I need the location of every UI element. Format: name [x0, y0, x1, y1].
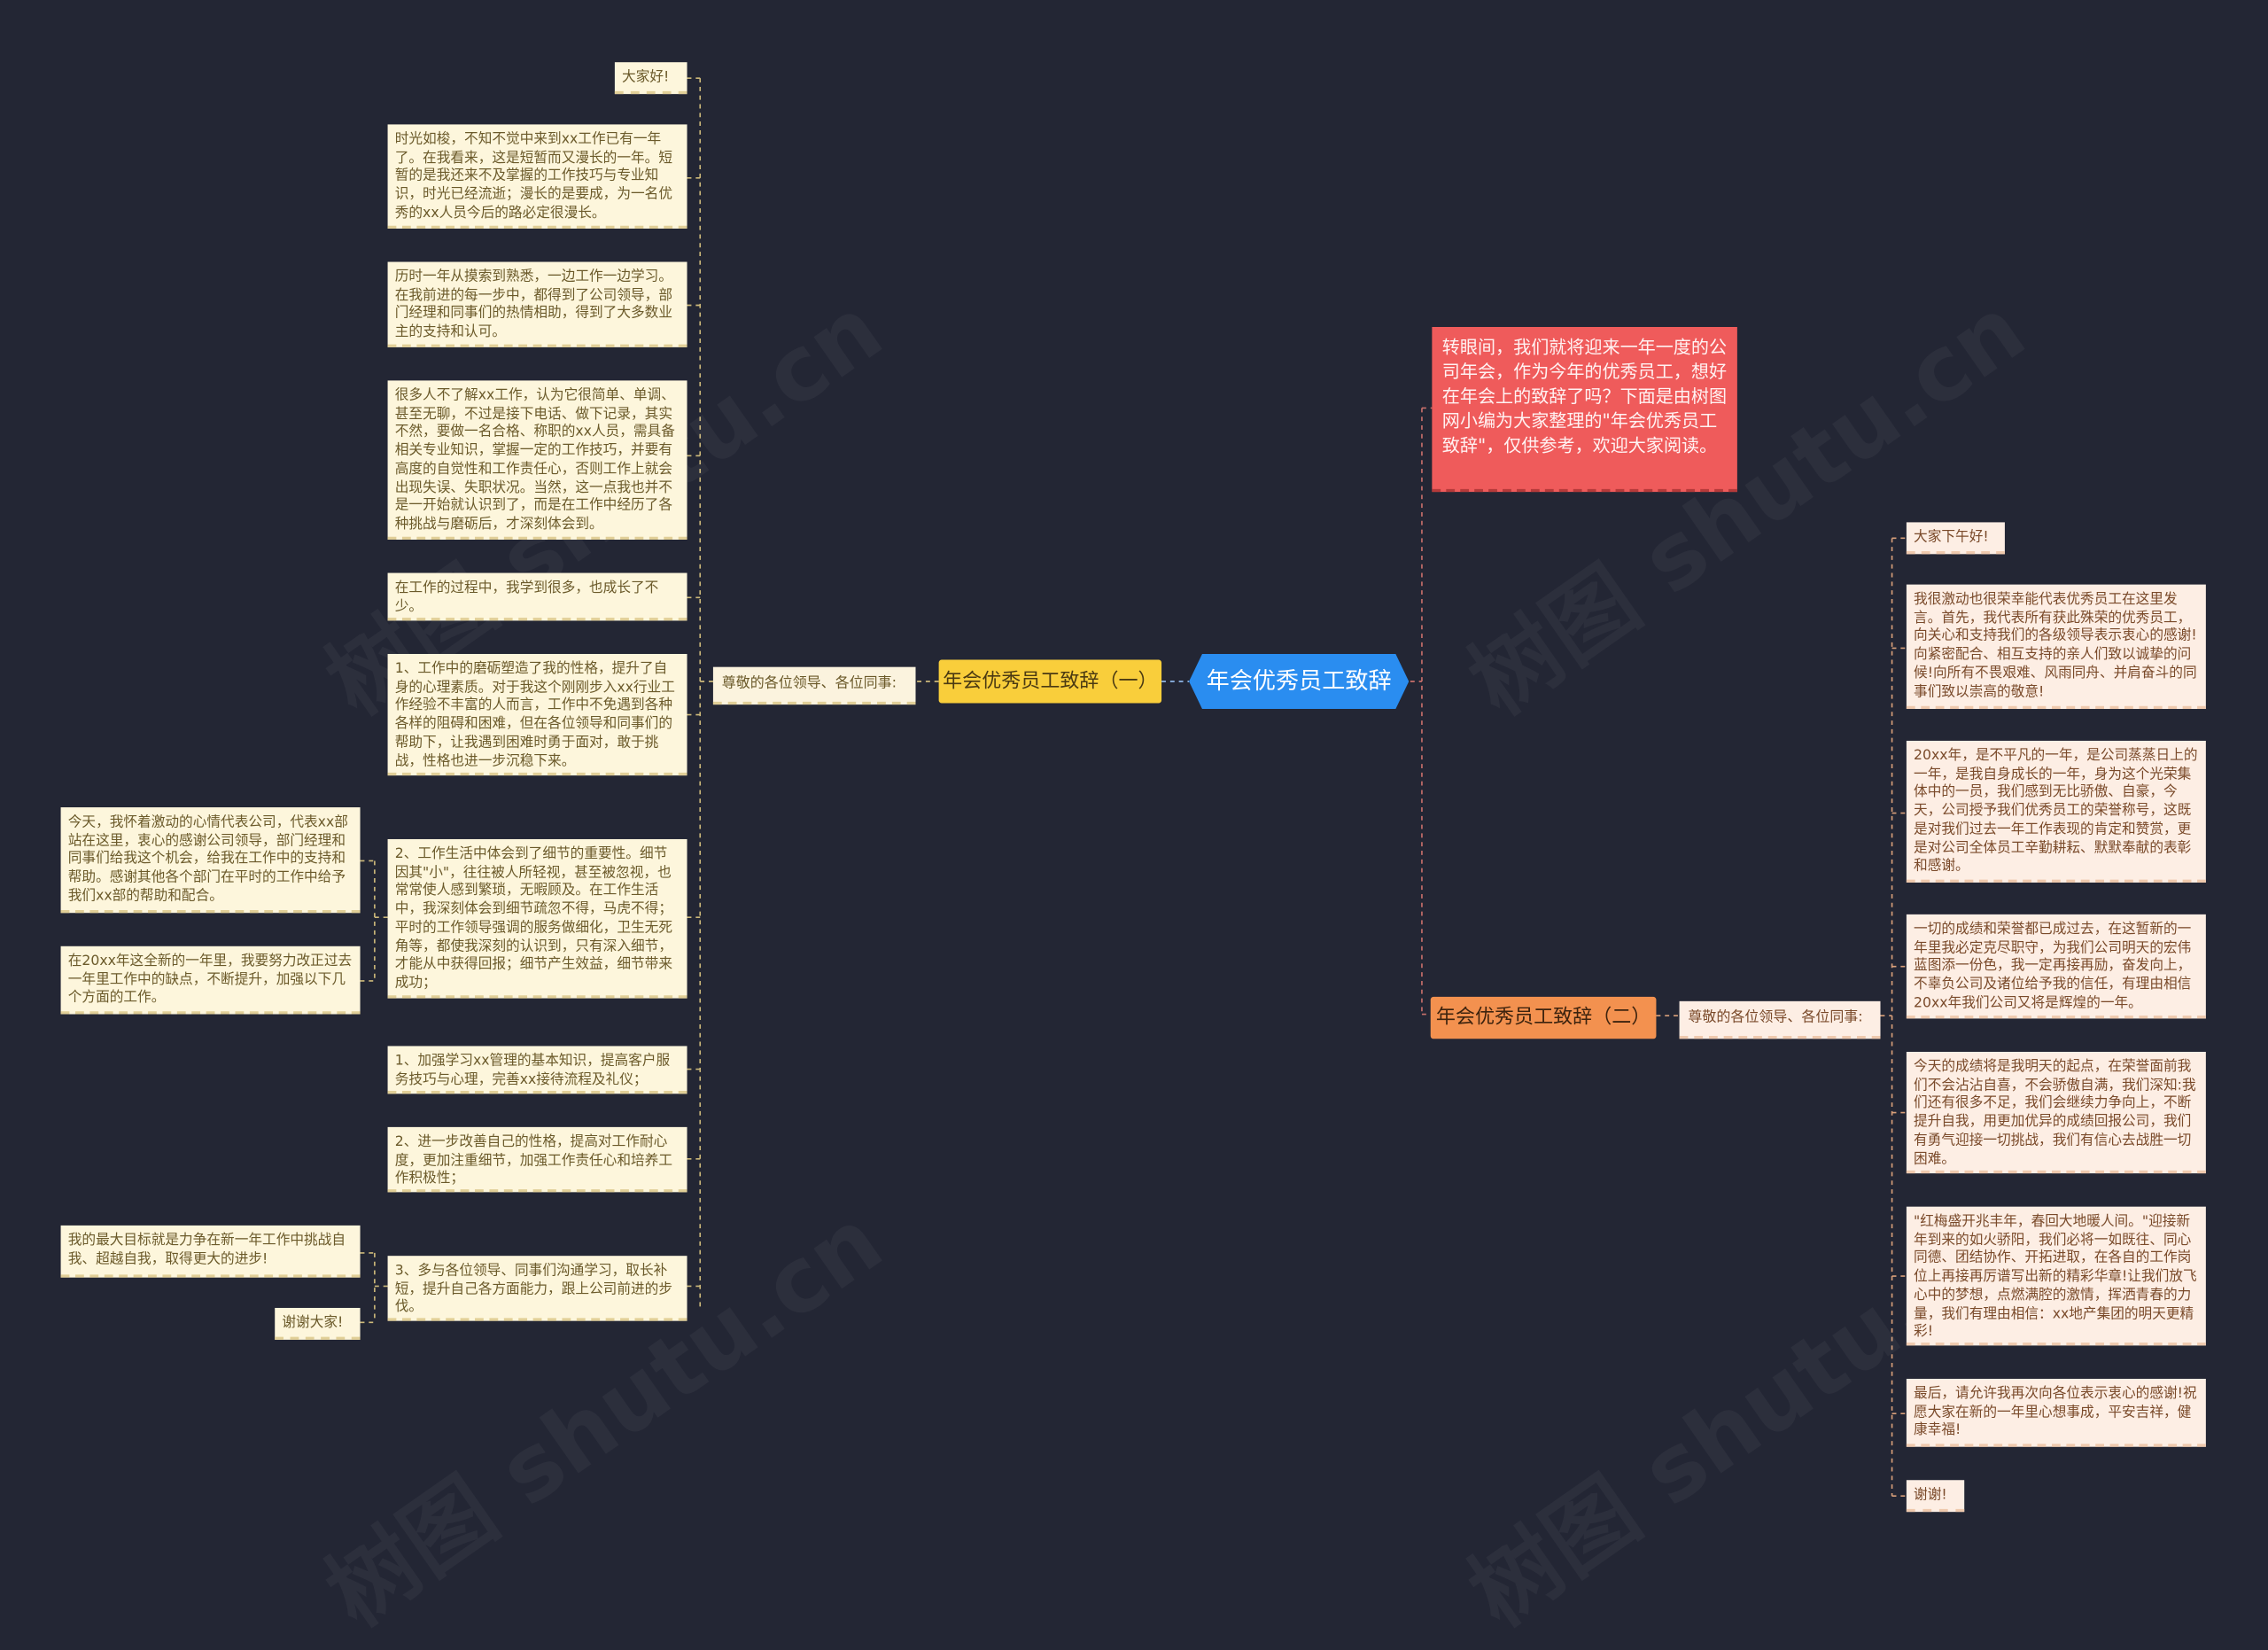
branch-speech-one[interactable]: 年会优秀员工致辞（一） — [938, 659, 1162, 704]
sub-leaf-node[interactable]: 我的最大目标就是力争在新一年工作中挑战自我、超越自我，取得更大的进步! — [60, 1225, 361, 1278]
leaf-node[interactable]: 1、加强学习xx管理的基本知识，提高客户服务技巧与心理，完善xx接待流程及礼仪； — [387, 1046, 687, 1094]
intro-summary-node[interactable]: 转眼间，我们就将迎来一年一度的公司年会，作为今年的优秀员工，想好在年会上的致辞了… — [1432, 326, 1737, 493]
sub-leaf-node[interactable]: 今天，我怀着激动的心情代表公司，代表xx部站在这里，衷心的感谢公司领导，部门经理… — [60, 807, 361, 914]
leaf-node[interactable]: 2、进一步改善自己的性格，提高对工作耐心度，更加注重细节，加强工作责任心和培养工… — [387, 1126, 687, 1193]
leaf-node[interactable]: 大家下午好! — [1906, 522, 2005, 555]
leaf-node[interactable]: 谢谢! — [1906, 1480, 1965, 1513]
leaf-node[interactable]: 一切的成绩和荣誉都已成过去，在这暂新的一年里我必定克尽职守，为我们公司明天的宏伟… — [1906, 914, 2206, 1019]
branch-speech-two[interactable]: 年会优秀员工致辞（二） — [1430, 996, 1657, 1039]
sub-leaf-node[interactable]: 谢谢大家! — [275, 1307, 361, 1340]
leaf-node[interactable]: 3、多与各位领导、同事们沟通学习，取长补短，提升自己各方面能力，跟上公司前进的步… — [387, 1256, 687, 1321]
greeting-node-left[interactable]: 尊敬的各位领导、各位同事: — [712, 666, 916, 705]
leaf-node[interactable]: 大家好! — [614, 62, 687, 95]
sub-leaf-node[interactable]: 在20xx年这全新的一年里，我要努力改正过去一年里工作中的缺点，不断提升，加强以… — [60, 946, 361, 1015]
leaf-node[interactable]: 时光如梭，不知不觉中来到xx工作已有一年了。在我看来，这是短暂而又漫长的一年。短… — [387, 124, 687, 229]
leaf-node[interactable]: 最后，请允许我再次向各位表示衷心的感谢!祝愿大家在新的一年里心想事成，平安吉祥，… — [1906, 1378, 2206, 1447]
leaf-node[interactable]: 历时一年从摸索到熟悉，一边工作一边学习。在我前进的每一步中，都得到了公司领导，部… — [387, 261, 687, 347]
connector-lines — [360, 77, 1907, 1498]
greeting-node-right[interactable]: 尊敬的各位领导、各位同事: — [1679, 1000, 1881, 1039]
leaf-node[interactable]: 2、工作生活中体会到了细节的重要性。细节因其"小"，往往被人所轻视，甚至被忽视，… — [387, 838, 687, 999]
leaf-node[interactable]: "红梅盛开兆丰年，春回大地暖人间。"迎接新年到来的如火骄阳，我们必将一如既往、同… — [1906, 1206, 2206, 1346]
leaf-node[interactable]: 今天的成绩将是我明天的起点，在荣誉面前我们不会沾沾自喜，不会骄傲自满，我们深知:… — [1906, 1051, 2206, 1174]
leaf-node[interactable]: 1、工作中的磨砺塑造了我的性格，提升了自身的心理素质。对于我这个刚刚步入xx行业… — [387, 653, 687, 776]
leaf-node[interactable]: 我很激动也很荣幸能代表优秀员工在这里发言。首先，我代表所有获此殊荣的优秀员工，向… — [1906, 584, 2206, 710]
central-topic[interactable]: 年会优秀员工致辞 — [1189, 653, 1410, 710]
leaf-node[interactable]: 在工作的过程中，我学到很多，也成长了不少。 — [387, 572, 687, 621]
leaf-node[interactable]: 20xx年，是不平凡的一年，是公司蒸蒸日上的一年，是我自身成长的一年，身为这个光… — [1906, 740, 2206, 883]
mindmap-canvas: 树图 shutu.cn 树图 shutu.cn 树图 shutu.cn 树图 s… — [60, 62, 2206, 1513]
leaf-node[interactable]: 很多人不了解xx工作，认为它很简单、单调、甚至无聊，不过是接下电话、做下记录，其… — [387, 380, 687, 540]
